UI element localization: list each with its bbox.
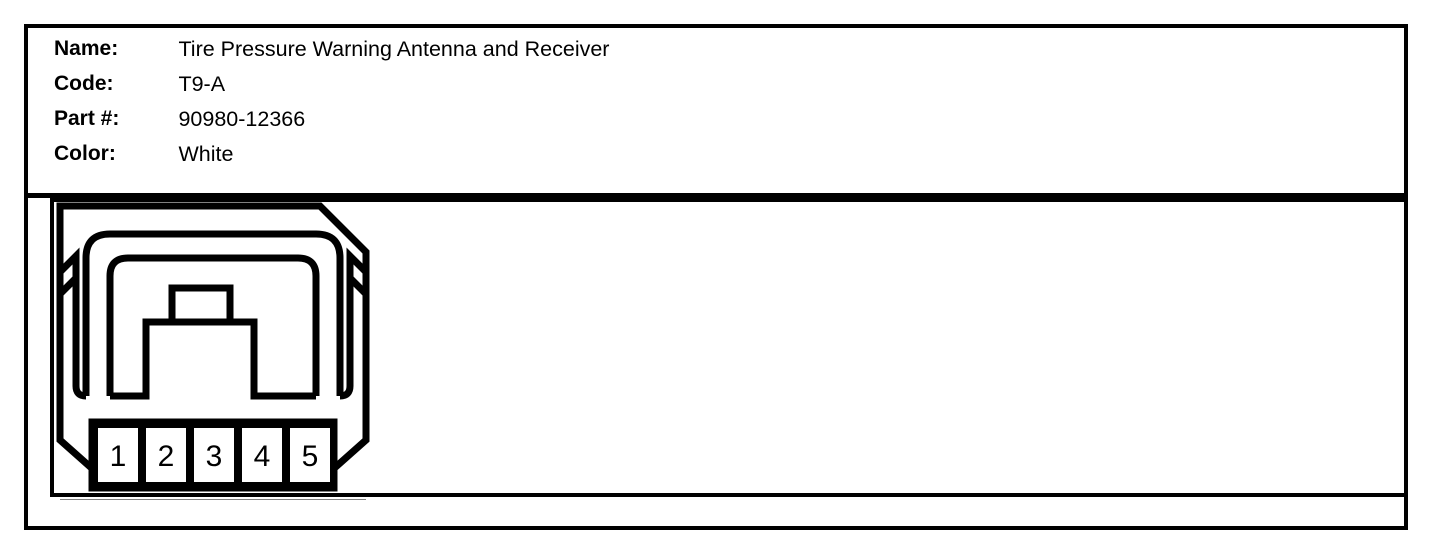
pin-number-4: 4 <box>254 440 271 473</box>
diagram-top-rule <box>50 198 1404 202</box>
connector-left-rail <box>57 247 80 297</box>
connector-recess-wall <box>106 254 320 396</box>
connector-latch-tab <box>168 284 234 322</box>
diagram-inner-left-border <box>50 198 54 493</box>
header-divider <box>28 193 1404 198</box>
connector-info-block: Name: Tire Pressure Warning Antenna and … <box>28 28 1404 193</box>
connector-diagram-panel: 1 2 3 4 5 <box>28 198 1404 526</box>
pin-cavity-1 <box>92 422 144 488</box>
info-row-name: Name: Tire Pressure Warning Antenna and … <box>54 34 609 69</box>
info-row-code: Code: T9-A <box>54 69 225 104</box>
info-row-color: Color: White <box>54 139 233 174</box>
pin-number-5: 5 <box>302 440 319 473</box>
info-label-part-number: Part #: <box>54 107 120 130</box>
info-value-color: White <box>178 142 234 166</box>
info-value-part-number: 90980-12366 <box>178 107 306 131</box>
pin-cavity-3 <box>188 422 240 488</box>
connector-latch-shoulder <box>110 318 316 400</box>
connector-inner-wall <box>82 230 344 396</box>
connector-outer-housing <box>56 202 370 492</box>
info-label-code: Code: <box>54 72 114 95</box>
pin-number-1: 1 <box>110 440 127 473</box>
info-row-part-number: Part #: 90980-12366 <box>54 104 305 139</box>
connector-spec-sheet: Name: Tire Pressure Warning Antenna and … <box>24 24 1408 530</box>
pin-cavity-group: 1 2 3 4 5 <box>92 422 336 488</box>
pin-cavity-5 <box>284 422 336 488</box>
info-label-name: Name: <box>54 37 119 60</box>
pin-number-2: 2 <box>158 440 175 473</box>
connector-left-rail-vertical <box>72 278 87 400</box>
diagram-footer-divider <box>50 493 1404 497</box>
info-value-name: Tire Pressure Warning Antenna and Receiv… <box>178 37 610 61</box>
connector-right-rail <box>346 247 369 297</box>
connector-right-rail-vertical <box>339 278 354 400</box>
pin-number-3: 3 <box>206 440 223 473</box>
info-label-color: Color: <box>54 142 116 165</box>
info-value-code: T9-A <box>178 72 226 96</box>
connector-face-diagram: 1 2 3 4 5 <box>56 202 370 500</box>
